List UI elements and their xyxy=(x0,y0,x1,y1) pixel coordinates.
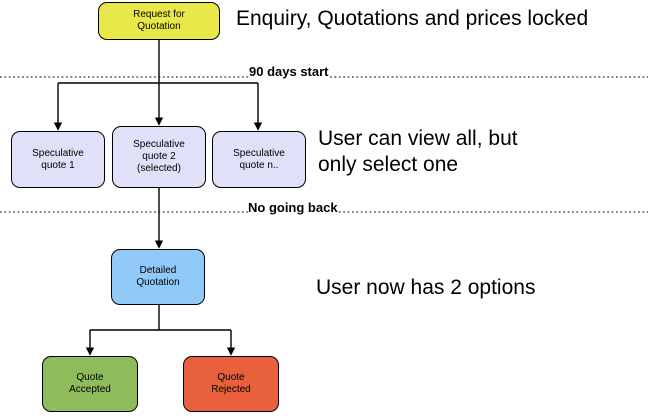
annotation-user-now-has-2-options: User now has 2 options xyxy=(316,276,536,299)
node-quote-rejected[interactable]: Quote Rejected xyxy=(183,356,279,412)
node-request-for-quotation-label: Request for Quotation xyxy=(133,9,185,32)
edge-rfq-to-speculative-quotes xyxy=(53,40,263,131)
node-quote-accepted-label: Quote Accepted xyxy=(69,372,111,395)
node-quote-accepted[interactable]: Quote Accepted xyxy=(42,356,138,412)
phase-divider-label-no-going-back: No going back xyxy=(248,200,338,215)
node-speculative-quote-n[interactable]: Speculative quote n.. xyxy=(212,131,306,188)
edge-detailed-quotation-to-outcomes xyxy=(85,305,236,356)
annotation-user-can-view-all: User can view all, but only select one xyxy=(318,127,518,177)
node-speculative-quote-1-label: Speculative quote 1 xyxy=(32,147,84,171)
node-detailed-quotation-label: Detailed Quotation xyxy=(136,265,180,288)
node-speculative-quote-2-label: Speculative quote 2 (selected) xyxy=(133,139,185,174)
node-speculative-quote-n-label: Speculative quote n.. xyxy=(233,147,285,171)
node-speculative-quote-1[interactable]: Speculative quote 1 xyxy=(11,131,105,188)
phase-divider-label-90-days-start: 90 days start xyxy=(249,64,329,79)
node-detailed-quotation[interactable]: Detailed Quotation xyxy=(111,249,205,305)
node-speculative-quote-2-selected[interactable]: Speculative quote 2 (selected) xyxy=(112,126,206,188)
node-quote-rejected-label: Quote Rejected xyxy=(211,372,251,395)
node-request-for-quotation[interactable]: Request for Quotation xyxy=(98,2,220,40)
annotation-prices-locked: Enquiry, Quotations and prices locked xyxy=(236,7,589,30)
